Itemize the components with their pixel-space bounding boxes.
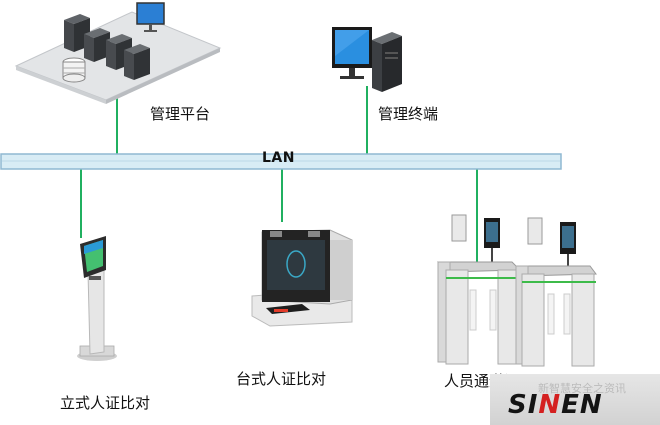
lan-label: LAN	[262, 150, 295, 166]
standing-kiosk-label: 立式人证比对	[60, 394, 151, 412]
turnstile-gate-icon	[436, 214, 597, 367]
brand-logo: SINEN	[508, 390, 603, 420]
logo-part-accent: N	[538, 390, 562, 420]
server-room-icon	[14, 2, 222, 104]
desktop-pc-icon	[332, 27, 402, 92]
standing-kiosk-icon	[77, 236, 117, 361]
desktop-terminal-icon	[251, 229, 353, 327]
logo-part-right: EN	[561, 390, 603, 420]
platform-label: 管理平台	[150, 105, 211, 123]
terminal-label: 管理终端	[378, 105, 439, 123]
watermark-logo: 新智慧安全之资讯 SINEN	[490, 374, 660, 425]
watermark-caption: 新智慧安全之资讯	[538, 382, 626, 395]
logo-part-left: SI	[508, 390, 539, 420]
desktop-terminal-label: 台式人证比对	[236, 370, 327, 388]
